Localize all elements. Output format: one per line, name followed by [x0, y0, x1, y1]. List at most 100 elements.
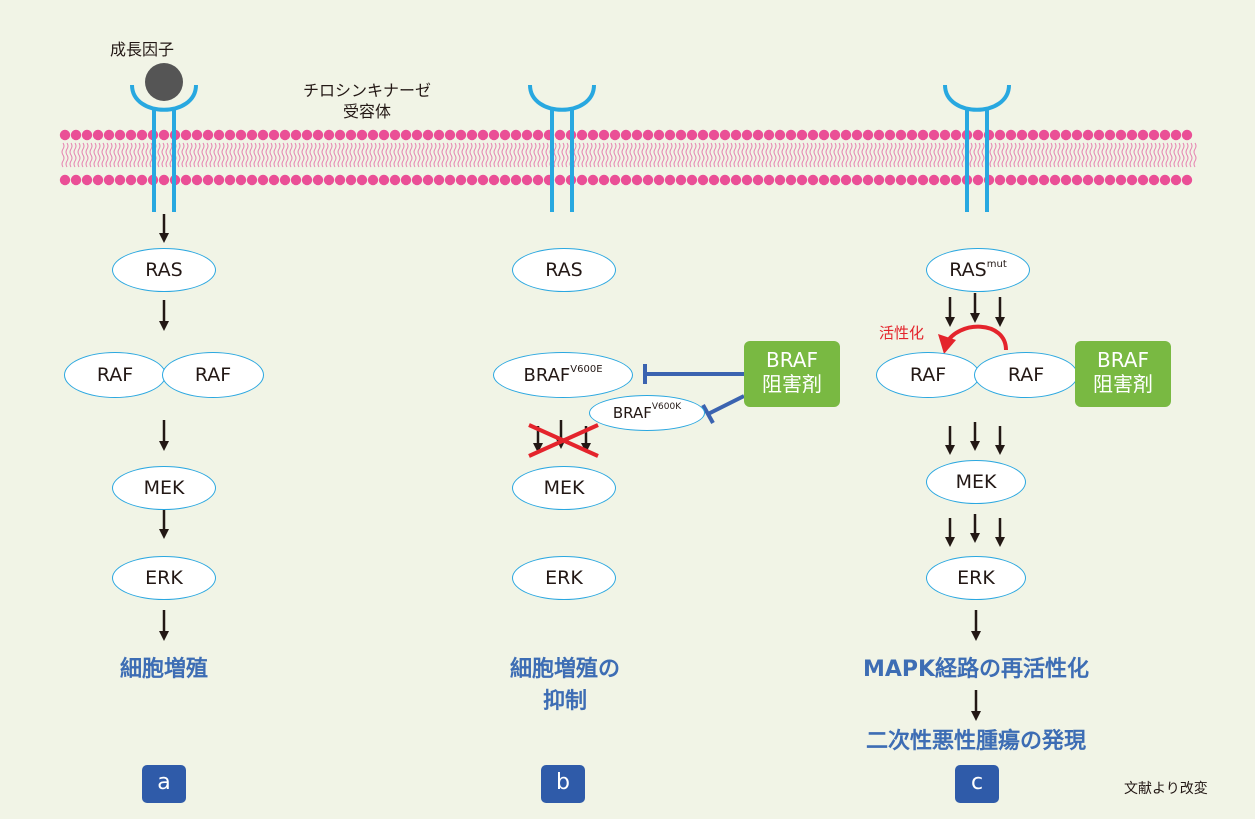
lipid-head — [81, 174, 93, 186]
lipid-head — [686, 129, 698, 141]
lipid-head — [1137, 129, 1149, 141]
citation-note: 文献より改変 — [1124, 781, 1208, 797]
lipid-head — [521, 174, 533, 186]
raf-node-c-right: RAF — [974, 352, 1078, 398]
lipid-head — [664, 174, 676, 186]
lipid-head — [323, 129, 335, 141]
lipid-head — [972, 174, 984, 186]
lipid-head — [642, 174, 654, 186]
cell-membrane — [59, 129, 1197, 186]
lipid-head — [532, 129, 544, 141]
lipid-head — [378, 129, 390, 141]
lipid-head — [719, 129, 731, 141]
membrane-heads-bottom — [59, 174, 1193, 186]
lipid-head — [422, 174, 434, 186]
lipid-head — [59, 174, 71, 186]
lipid-head — [180, 129, 192, 141]
lipid-head — [1115, 129, 1127, 141]
lipid-head — [818, 174, 830, 186]
lipid-head — [125, 129, 137, 141]
lipid-head — [587, 174, 599, 186]
lipid-head — [1137, 174, 1149, 186]
lipid-head — [708, 129, 720, 141]
erk-node-b: ERK — [512, 556, 616, 600]
lipid-head — [378, 174, 390, 186]
lipid-head — [829, 129, 841, 141]
lipid-head — [807, 174, 819, 186]
growth-factor-ligand — [145, 63, 183, 101]
lipid-head — [862, 129, 874, 141]
lipid-head — [444, 174, 456, 186]
lipid-head — [906, 129, 918, 141]
raf-node-c-left: RAF — [876, 352, 980, 398]
lipid-head — [400, 174, 412, 186]
lipid-head — [1071, 129, 1083, 141]
lipid-head — [1093, 174, 1105, 186]
lipid-head — [873, 174, 885, 186]
lipid-head — [554, 174, 566, 186]
lipid-head — [1049, 174, 1061, 186]
lipid-head — [884, 129, 896, 141]
lipid-head — [807, 129, 819, 141]
lipid-head — [631, 129, 643, 141]
lipid-head — [466, 129, 478, 141]
lipid-head — [114, 129, 126, 141]
inhibit-lines-b — [643, 364, 745, 424]
lipid-head — [851, 129, 863, 141]
lipid-head — [103, 129, 115, 141]
lipid-head — [752, 174, 764, 186]
receptor-label-line1: チロシンキナーゼ — [302, 81, 431, 100]
outcome-b-line2: 抑制 — [542, 689, 587, 714]
raf-node-a-left: RAF — [64, 352, 166, 398]
lipid-head — [334, 174, 346, 186]
lipid-head — [180, 174, 192, 186]
lipid-head — [312, 174, 324, 186]
lipid-head — [1005, 174, 1017, 186]
lipid-head — [895, 129, 907, 141]
braf-inhibitor-b: BRAF 阻害剤 — [744, 341, 840, 407]
braf-inhibitor-c: BRAF 阻害剤 — [1075, 341, 1171, 407]
membrane-tails — [61, 142, 1197, 168]
lipid-head — [697, 174, 709, 186]
mek-node-a: MEK — [112, 466, 216, 510]
lipid-head — [389, 174, 401, 186]
lipid-head — [510, 174, 522, 186]
activation-label: 活性化 — [879, 324, 925, 342]
lipid-head — [312, 129, 324, 141]
lipid-head — [763, 174, 775, 186]
lipid-head — [796, 129, 808, 141]
lipid-head — [642, 129, 654, 141]
erk-node-c: ERK — [926, 556, 1026, 600]
lipid-head — [818, 129, 830, 141]
lipid-head — [664, 129, 676, 141]
erk-node-a: ERK — [112, 556, 216, 600]
lipid-head — [466, 174, 478, 186]
lipid-head — [598, 129, 610, 141]
receptor-b — [528, 84, 596, 212]
receptor-a — [130, 84, 198, 212]
lipid-head — [92, 129, 104, 141]
lipid-head — [1060, 129, 1072, 141]
lipid-head — [1005, 129, 1017, 141]
lipid-head — [1060, 174, 1072, 186]
lipid-head — [1159, 174, 1171, 186]
lipid-head — [785, 129, 797, 141]
lipid-head — [1027, 174, 1039, 186]
lipid-head — [477, 129, 489, 141]
lipid-head — [774, 129, 786, 141]
lipid-head — [125, 174, 137, 186]
lipid-head — [796, 174, 808, 186]
lipid-head — [532, 174, 544, 186]
lipid-head — [290, 174, 302, 186]
lipid-head — [752, 129, 764, 141]
lipid-head — [257, 129, 269, 141]
lipid-head — [400, 129, 412, 141]
lipid-head — [730, 174, 742, 186]
lipid-head — [455, 129, 467, 141]
lipid-head — [389, 129, 401, 141]
lipid-head — [301, 129, 313, 141]
lipid-head — [1126, 174, 1138, 186]
lipid-head — [510, 129, 522, 141]
lipid-head — [1071, 174, 1083, 186]
